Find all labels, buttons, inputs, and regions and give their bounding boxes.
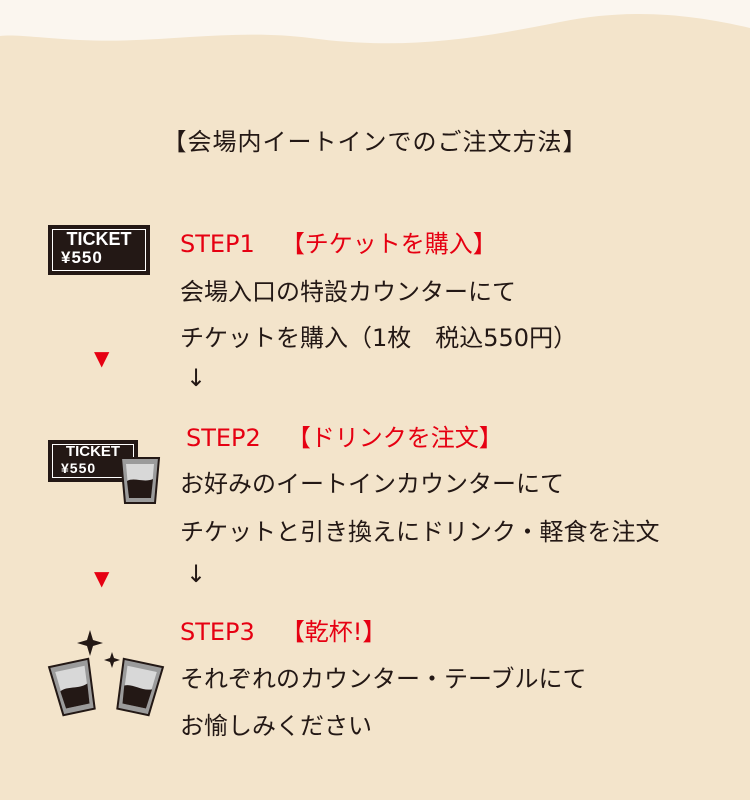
step1-line1: 会場入口の特設カウンターにて <box>180 278 516 306</box>
step1-title: STEP1 【チケットを購入】 <box>180 224 497 259</box>
page-title: 【会場内イートインでのご注文方法】 <box>162 128 588 156</box>
down-triangle-icon: ▼ <box>94 346 110 370</box>
step3-label: STEP3 <box>180 618 255 646</box>
step2-line1: お好みのイートインカウンターにて <box>180 470 564 498</box>
down-arrow: ↓ <box>186 560 207 588</box>
step1-label: STEP1 <box>180 230 255 258</box>
step2-line2: チケットと引き換えにドリンク・軽食を注文 <box>180 518 660 546</box>
ticket-word: TICKET <box>65 443 121 460</box>
ticket-price: ¥550 <box>61 248 103 267</box>
step3-line1: それぞれのカウンター・テーブルにて <box>180 665 587 693</box>
step1-heading: 【チケットを購入】 <box>280 230 497 258</box>
step2-title: STEP2 【ドリンクを注文】 <box>186 418 503 453</box>
step3-line2: お愉しみください <box>180 712 372 740</box>
down-triangle-icon: ▼ <box>94 566 110 590</box>
cheers-glasses-icon <box>47 630 165 717</box>
step2-heading: 【ドリンクを注文】 <box>286 424 503 452</box>
down-arrow: ↓ <box>186 364 207 392</box>
step1-line2: チケットを購入（1枚 税込550円） <box>180 324 578 352</box>
step3-heading: 【乾杯!】 <box>280 618 387 646</box>
top-wave-decoration <box>0 0 750 44</box>
ticket-word: TICKET <box>66 229 132 249</box>
step3-title: STEP3 【乾杯!】 <box>180 612 386 647</box>
step2-label: STEP2 <box>186 424 261 452</box>
ticket-price: ¥550 <box>61 460 97 476</box>
ticket-icon: TICKET ¥550 <box>48 225 150 275</box>
drink-glass-icon <box>119 457 161 504</box>
